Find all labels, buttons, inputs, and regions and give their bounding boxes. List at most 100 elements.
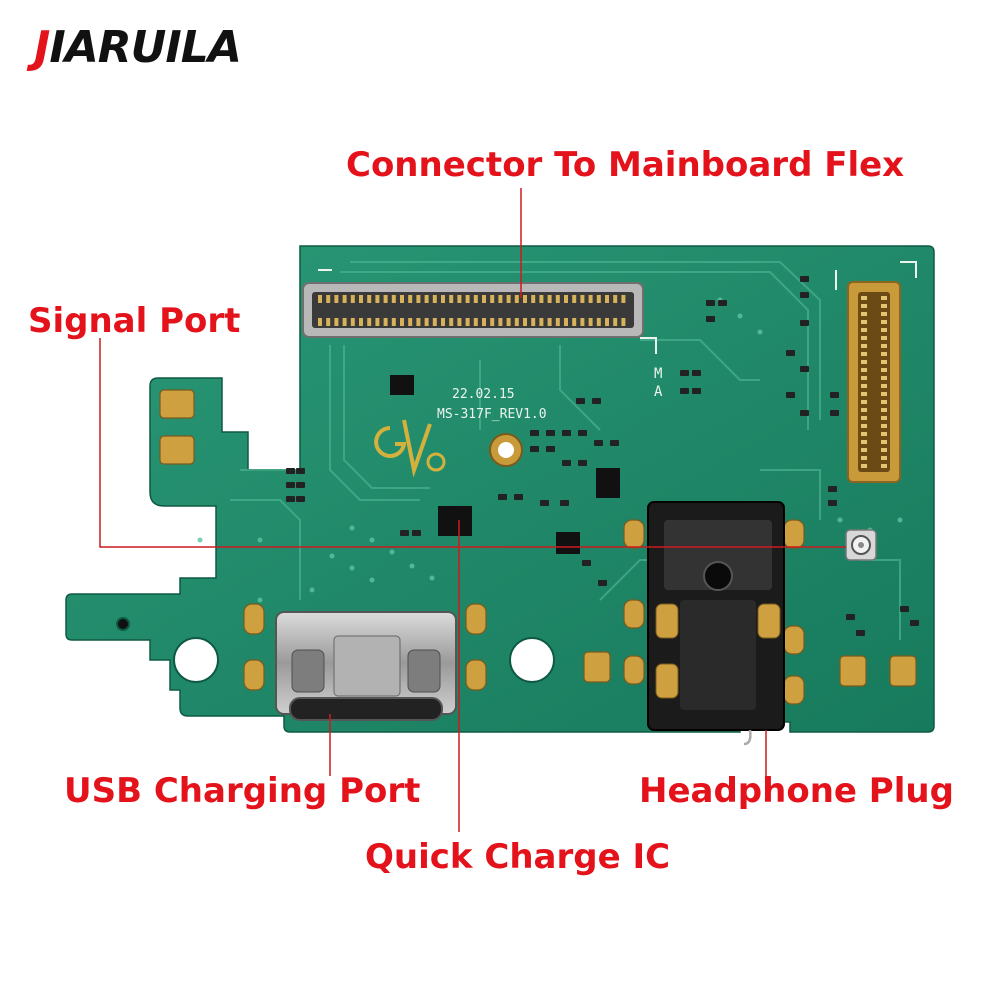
connector-pin (572, 318, 577, 326)
connector-pin (613, 318, 618, 326)
mounting-holes (116, 433, 555, 683)
connector-pin (391, 295, 396, 303)
connector-pin (861, 368, 867, 372)
smd-component (828, 500, 837, 506)
connector-pin (588, 295, 593, 303)
connector-pin (881, 368, 887, 372)
smd-component (680, 388, 689, 394)
connector-pin (465, 318, 470, 326)
connector-pin (564, 295, 568, 303)
connector-pin (881, 464, 887, 468)
smd-component (514, 494, 523, 500)
label-usb-charging-port: USB Charging Port (64, 771, 421, 811)
connector-pin (482, 295, 486, 303)
smd-component (530, 446, 539, 452)
leader-signal (99, 338, 846, 548)
connector-pin (861, 440, 867, 444)
smd-component (592, 398, 601, 404)
connector-pin (367, 295, 372, 303)
smd-component (598, 580, 607, 586)
connector-pin (457, 295, 462, 303)
smd-component (828, 486, 837, 492)
connector-pin (881, 416, 887, 420)
board-mark-m: M (654, 366, 662, 382)
connector-pin (596, 318, 601, 326)
connector-pin (350, 318, 355, 326)
connector-pin (588, 318, 593, 326)
smd-component (800, 276, 809, 282)
connector-pin (531, 295, 536, 303)
smd-component (546, 430, 555, 436)
smd-component (800, 410, 809, 416)
smd-component (296, 482, 305, 488)
connector-pin (861, 376, 867, 380)
connector-pin (580, 295, 585, 303)
connector-pin (318, 295, 322, 303)
smd-component (400, 530, 409, 536)
smd-component (910, 620, 919, 626)
smd-component (296, 496, 305, 502)
smd-component (610, 440, 619, 446)
brand-logo-initial: J (34, 22, 50, 73)
connector-pin (416, 295, 421, 303)
connector-pin (861, 456, 867, 460)
smd-component (286, 496, 295, 502)
connector-pin (514, 295, 519, 303)
connector-pin (555, 295, 560, 303)
connector-pin (523, 295, 527, 303)
connector-pin (547, 318, 552, 326)
connector-pin (881, 392, 887, 396)
connector-pin (621, 295, 626, 303)
connector-pin (441, 318, 445, 326)
connector-pin (861, 400, 867, 404)
ic-chips (390, 375, 620, 554)
connector-pin (359, 318, 363, 326)
connector-pin (514, 318, 519, 326)
connector-pin (539, 318, 544, 326)
smd-component (286, 468, 295, 474)
connector-pin (350, 295, 355, 303)
connector-pin (881, 328, 887, 332)
smd-component (296, 468, 305, 474)
connector-pin (375, 295, 380, 303)
connector-pin (326, 318, 331, 326)
connector-pin (408, 318, 413, 326)
connector-pin (621, 318, 626, 326)
board-date-code: 22.02.15 (452, 387, 515, 402)
connector-pin (613, 295, 618, 303)
connector-pin (861, 312, 867, 316)
connector-pin (881, 440, 887, 444)
connector-pin (861, 296, 867, 300)
smd-component (578, 460, 587, 466)
smd-component (582, 560, 591, 566)
smd-component (830, 392, 839, 398)
connector-pin (881, 312, 887, 316)
connector-pin (424, 295, 429, 303)
smd-component (692, 388, 701, 394)
connector-pin (457, 318, 462, 326)
connector-pin (547, 295, 552, 303)
connector-pin (861, 384, 867, 388)
connector-pin (375, 318, 380, 326)
connector-pin (342, 295, 347, 303)
connector-pin (400, 318, 404, 326)
label-headphone-plug: Headphone Plug (639, 771, 954, 811)
smd-component (286, 482, 295, 488)
connector-pin (881, 344, 887, 348)
connector-pin (580, 318, 585, 326)
connector-pin (881, 296, 887, 300)
connector-pin (881, 352, 887, 356)
connector-pin (881, 304, 887, 308)
connector-pin (861, 392, 867, 396)
smd-component (830, 410, 839, 416)
smd-component (498, 494, 507, 500)
smd-component (856, 630, 865, 636)
connector-pin (449, 295, 454, 303)
connector-pin (861, 416, 867, 420)
smd-component (560, 500, 569, 506)
connector-pin (449, 318, 454, 326)
connector-pin (424, 318, 429, 326)
connector-pin (564, 318, 568, 326)
connector-pin (506, 318, 511, 326)
